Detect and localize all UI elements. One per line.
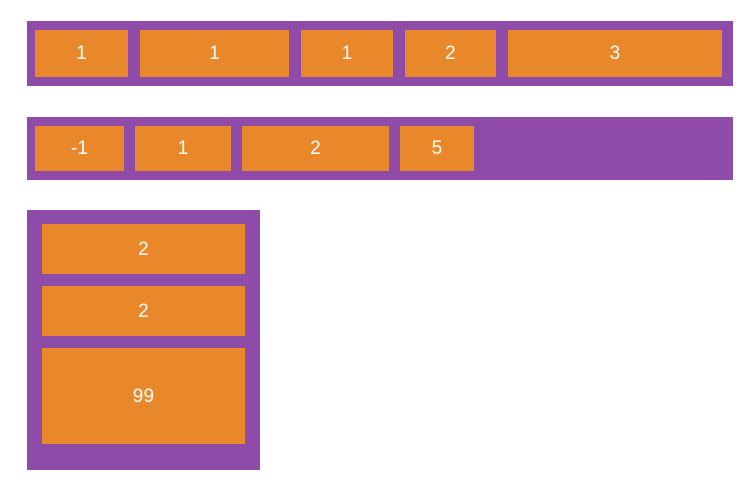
box-item[interactable]: 2 [42,224,245,274]
box-item[interactable]: 1 [35,30,128,77]
box-item[interactable]: 2 [42,286,245,336]
box-item[interactable]: 2 [405,30,496,77]
box-item[interactable]: -1 [35,126,124,171]
flex-container-row-2[interactable]: -1 1 2 5 [27,117,733,180]
flex-container-row-1[interactable]: 1 1 1 2 3 [27,21,733,86]
box-item[interactable]: 1 [135,126,231,171]
box-item[interactable]: 99 [42,348,245,444]
box-item[interactable]: 1 [301,30,393,77]
box-item[interactable]: 5 [400,126,474,171]
box-item[interactable]: 3 [508,30,722,77]
flex-container-column-3[interactable]: 2 2 99 [27,210,260,470]
box-item[interactable]: 1 [140,30,289,77]
box-item[interactable]: 2 [242,126,389,171]
